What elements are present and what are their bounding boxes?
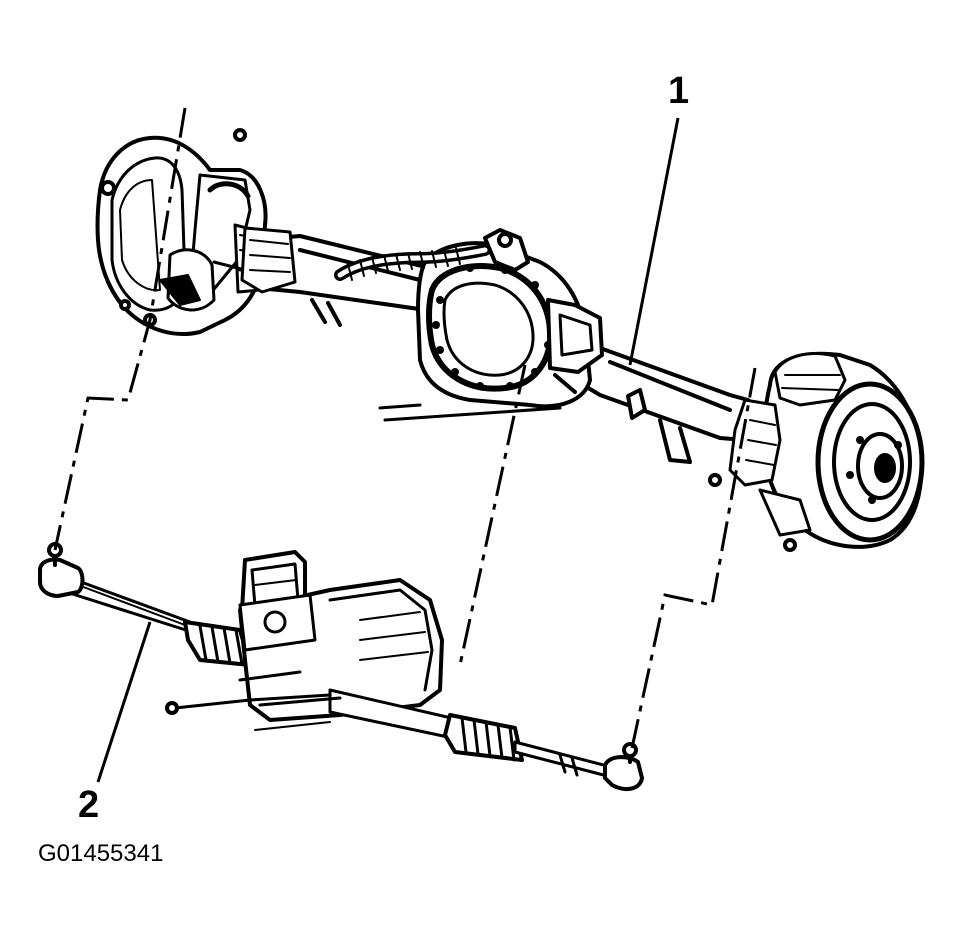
leader-line-2 xyxy=(96,621,152,783)
right-tie-rod-end xyxy=(603,755,644,792)
alignment-lines xyxy=(53,107,757,783)
right-alignment-line xyxy=(630,367,757,749)
callout-1-label: 1 xyxy=(668,70,690,112)
left-tie-rod-end xyxy=(38,557,85,598)
steering-gear-assembly xyxy=(38,542,644,792)
figure-id-label: G01455341 xyxy=(38,840,164,867)
right-hub-assembly xyxy=(708,351,925,552)
leader-line-1 xyxy=(628,117,680,366)
callout-2-label: 2 xyxy=(78,784,100,826)
front-axle-assembly xyxy=(95,128,925,552)
left-alignment-line xyxy=(53,107,187,551)
pressure-line xyxy=(173,693,332,710)
